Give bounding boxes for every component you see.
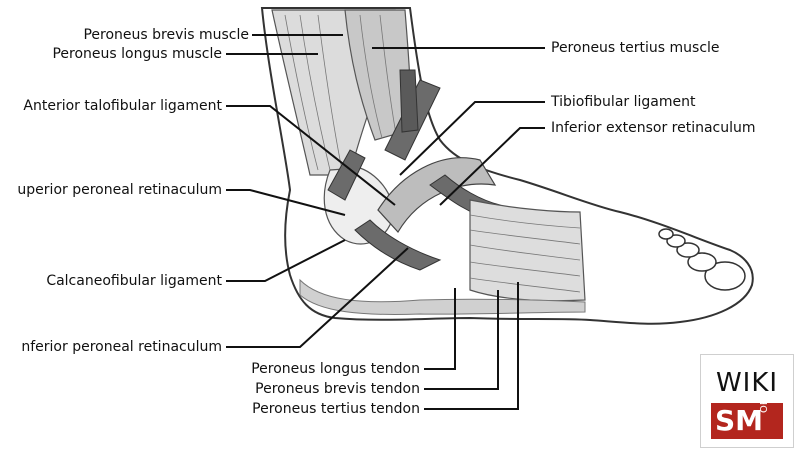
label-anterior-talofibular-ligament: Anterior talofibular ligament [0, 97, 222, 115]
tendon-dark-2 [400, 70, 418, 132]
wikism-logo: WIKI SM ORG [700, 354, 794, 448]
logo-red-box: SM ORG [711, 403, 783, 439]
label-peroneus-tertius-muscle: Peroneus tertius muscle [551, 39, 720, 57]
logo-sm-text: SM [715, 403, 763, 439]
label-calcaneofibular-ligament: Calcaneofibular ligament [0, 272, 222, 290]
label-peroneus-brevis-muscle: Peroneus brevis muscle [0, 26, 249, 44]
label-peroneus-brevis-tendon: Peroneus brevis tendon [150, 380, 420, 398]
label-peroneus-longus-muscle: Peroneus longus muscle [0, 45, 222, 63]
logo-org-text: ORG [759, 390, 775, 413]
label-tibiofibular-ligament: Tibiofibular ligament [551, 93, 695, 111]
label-inferior-extensor-retinaculum: Inferior extensor retinaculum [551, 119, 756, 137]
label-superior-peroneal-retinaculum: uperior peroneal retinaculum [0, 181, 222, 199]
label-inferior-peroneal-retinaculum: nferior peroneal retinaculum [0, 338, 222, 356]
label-peroneus-longus-tendon: Peroneus longus tendon [150, 360, 420, 378]
label-peroneus-tertius-tendon: Peroneus tertius tendon [150, 400, 420, 418]
